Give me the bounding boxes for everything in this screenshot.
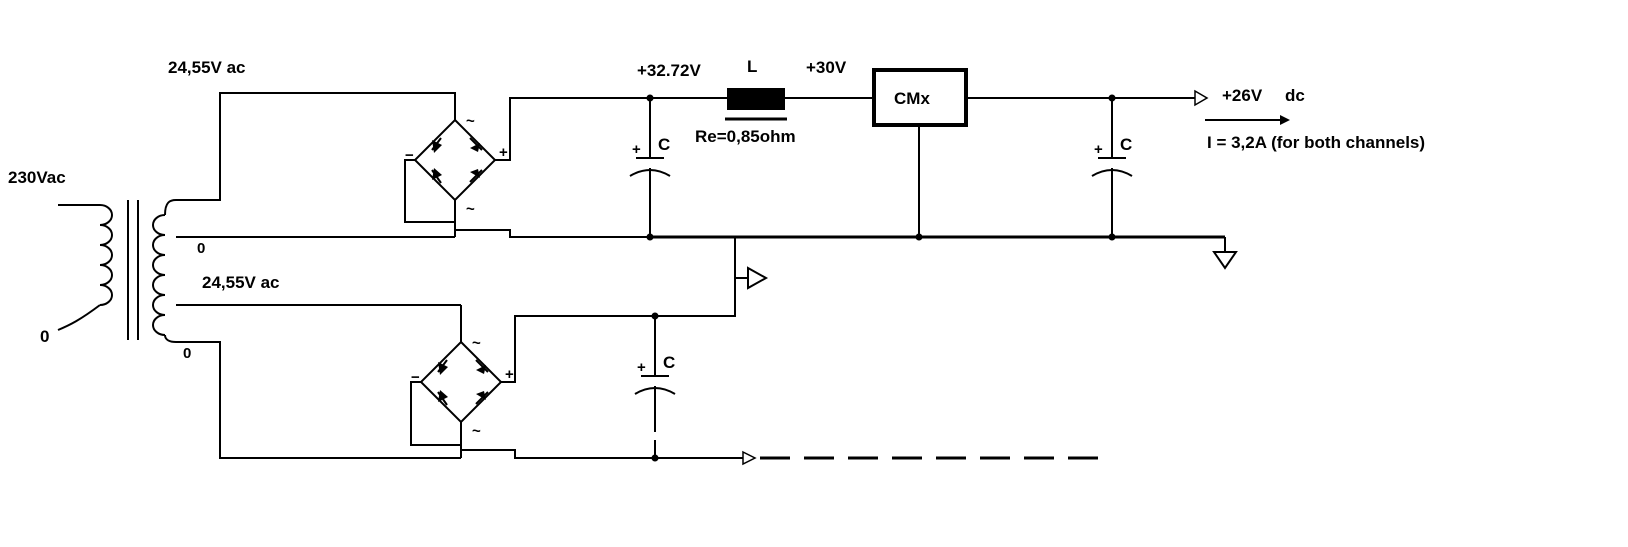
output-port-arrow — [1194, 89, 1209, 107]
transformer-core — [127, 200, 139, 340]
junctions — [646, 94, 1116, 462]
bridge-bottom-plus: + — [505, 366, 514, 383]
bridge-bottom-ac-1: ~ — [472, 335, 481, 352]
secondary-bottom-label: 24,55V ac — [202, 273, 280, 292]
regulator-cmx — [872, 68, 968, 127]
inductor-label: L — [747, 57, 757, 76]
secondary-winding — [152, 199, 177, 343]
diode — [437, 390, 448, 406]
diode — [431, 168, 442, 184]
diode — [437, 359, 448, 375]
capacitor-1: + C — [629, 98, 671, 237]
transformer — [57, 199, 177, 343]
cap-2-plus: + — [1094, 141, 1103, 158]
cap-2-label: C — [1120, 135, 1132, 154]
center-tap-zero-label: 0 — [197, 240, 205, 257]
second-channel-output — [742, 450, 1110, 466]
current-arrow — [1205, 115, 1290, 125]
ground-port-arrow — [735, 266, 769, 290]
diode — [469, 137, 483, 152]
mains-input-label: 230Vac — [8, 168, 66, 187]
bridge-bottom-ac-2: ~ — [472, 423, 481, 440]
diode — [475, 359, 489, 374]
primary-winding — [57, 204, 113, 331]
output-voltage-label: +26V — [1222, 86, 1263, 105]
regulator-input-label: +30V — [806, 58, 847, 77]
bridge-top-ac-1: ~ — [466, 113, 475, 130]
secondary-top-label: 24,55V ac — [168, 58, 246, 77]
output-current-label: I = 3,2A (for both channels) — [1207, 133, 1425, 152]
bridge-rectifier-top: − + ~ ~ — [404, 97, 650, 238]
bridge-bottom-minus: − — [411, 369, 420, 386]
ground-symbol — [1212, 237, 1238, 270]
secondary-wiring — [176, 92, 461, 459]
primary-zero-label: 0 — [40, 327, 49, 346]
cap-1-plus: + — [632, 141, 641, 158]
rectified-voltage-label: +32.72V — [637, 61, 701, 80]
bridge-top-ac-2: ~ — [466, 201, 475, 218]
output-type-label: dc — [1285, 86, 1305, 105]
cap-3-label: C — [663, 353, 675, 372]
capacitor-2: + C — [1091, 98, 1133, 237]
inductor — [725, 88, 787, 121]
cap-3-plus: + — [637, 359, 646, 376]
inductor-resistance-label: Re=0,85ohm — [695, 127, 796, 146]
capacitor-3: + C — [634, 316, 676, 458]
diode — [431, 137, 442, 153]
diode — [469, 169, 483, 183]
rails — [650, 97, 1225, 239]
diode — [475, 391, 489, 405]
regulator-label: CMx — [894, 89, 930, 108]
bridge-top-minus: − — [405, 147, 414, 164]
bridge-rectifier-bottom: − + ~ ~ — [410, 237, 750, 459]
cap-1-label: C — [658, 135, 670, 154]
bottom-zero-label: 0 — [183, 345, 191, 362]
bridge-top-plus: + — [499, 144, 508, 161]
